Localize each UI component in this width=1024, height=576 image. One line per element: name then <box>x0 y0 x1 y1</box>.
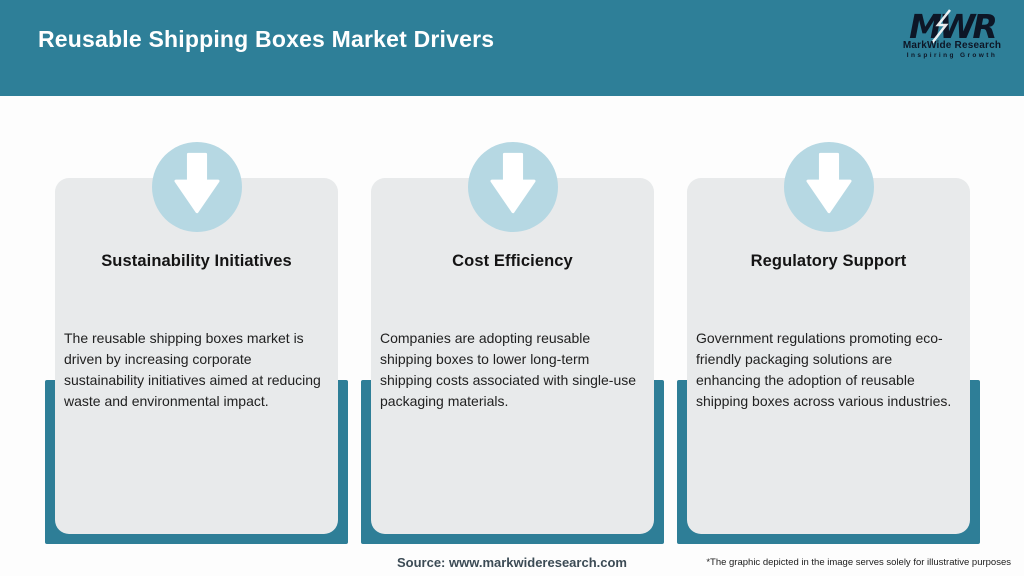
card-panel: Regulatory Support Government regulation… <box>687 178 970 534</box>
arrow-down-icon <box>173 152 220 214</box>
card-text: Companies are adopting reusable shipping… <box>380 330 637 409</box>
arrow-down-icon <box>489 152 536 214</box>
arrow-circle <box>151 142 242 232</box>
card-text: The reusable shipping boxes market is dr… <box>64 330 321 409</box>
disclaimer-text: *The graphic depicted in the image serve… <box>706 557 1011 568</box>
logo-tagline: Inspiring Growth <box>906 52 998 59</box>
card-panel: Cost Efficiency Companies are adopting r… <box>371 178 654 534</box>
driver-card-sustainability: Sustainability Initiatives The reusable … <box>45 142 348 560</box>
driver-card-cost-efficiency: Cost Efficiency Companies are adopting r… <box>361 142 664 560</box>
card-panel: Sustainability Initiatives The reusable … <box>55 178 338 534</box>
source-text: Source: www.markwideresearch.com <box>396 555 627 570</box>
card-title: Cost Efficiency <box>452 252 573 270</box>
arrow-down-icon <box>805 152 852 214</box>
mwr-monogram-icon: MWR <box>909 8 998 44</box>
cards-row: Sustainability Initiatives The reusable … <box>45 142 980 560</box>
markwide-logo: MWR MarkWide Research Inspiring Growth <box>892 8 1012 60</box>
driver-card-regulatory-support: Regulatory Support Government regulation… <box>677 142 980 560</box>
arrow-circle <box>467 142 558 232</box>
card-title: Sustainability Initiatives <box>101 252 292 270</box>
header-bar: Reusable Shipping Boxes Market Drivers M… <box>0 0 1024 96</box>
card-title: Regulatory Support <box>750 252 907 270</box>
arrow-circle <box>783 142 874 232</box>
logo-slash-accent <box>931 9 951 44</box>
logo-monogram-text: MWR <box>909 8 995 44</box>
page-title: Reusable Shipping Boxes Market Drivers <box>38 26 495 52</box>
card-text: Government regulations promoting eco- fr… <box>696 330 952 409</box>
logo-name: MarkWide Research <box>902 40 1002 51</box>
